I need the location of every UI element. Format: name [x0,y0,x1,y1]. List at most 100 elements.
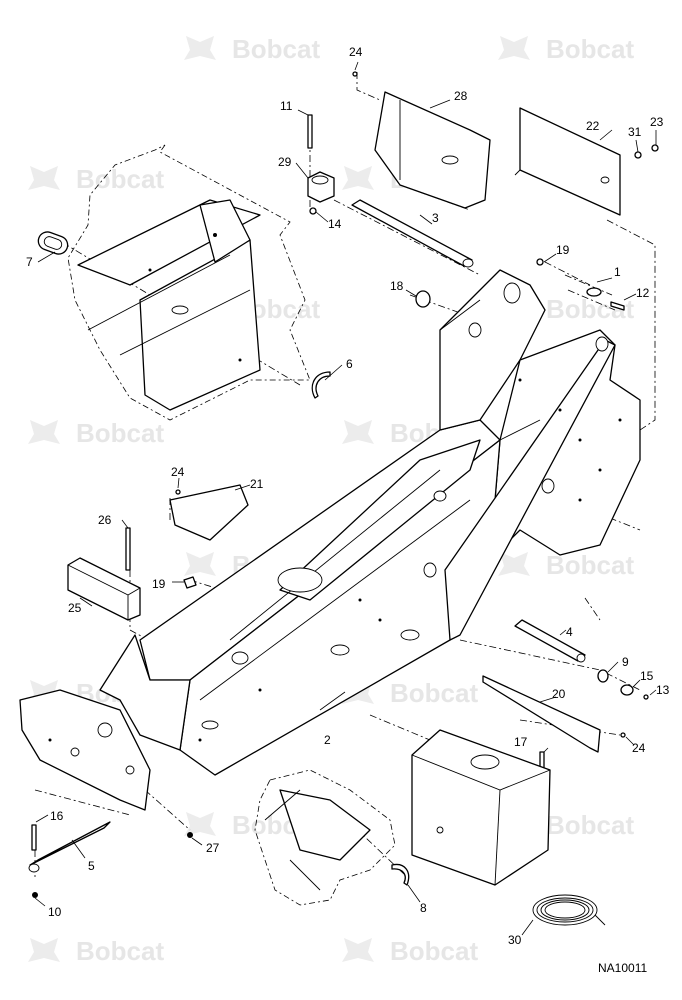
detail-inset-bottom [254,769,396,906]
callout-1: 1 [614,265,621,279]
leader-line [543,253,557,263]
leader-line [297,109,309,116]
leader-line [559,629,567,636]
leader-line [596,277,613,283]
frame-floor [99,634,191,751]
callout-12: 12 [636,286,650,300]
leader-line [429,99,451,109]
callout-3: 3 [432,211,439,225]
inset-bracket [199,199,251,263]
callout-10: 10 [48,905,62,919]
frame-hole [70,747,80,757]
watermark: Bobcat [28,164,164,194]
callout-24-top: 24 [349,45,363,59]
assembly-line [567,289,616,311]
callout-26: 26 [98,513,112,527]
bobcat-logo-icon [342,420,374,444]
assembly-line [584,597,601,621]
callout-2: 2 [324,733,331,747]
leader-line [37,251,56,263]
watermark-text: Bobcat [546,34,634,64]
detail-inset-top [67,144,311,421]
assembly-line [333,199,481,276]
watermark: Bobcat [28,418,164,448]
inset-rivet [238,358,242,362]
frame-edge [199,499,471,701]
part-10-nut [32,892,38,898]
callout-21: 21 [250,477,264,491]
bobcat-logo-icon [184,812,216,836]
part-19-fitting [183,576,197,589]
watermark-text: Bobcat [76,164,164,194]
part-22-hole [600,176,610,184]
part-5-pin [29,821,111,866]
watermark: Bobcat [184,34,320,64]
leader-line [407,884,421,903]
bobcat-logo-icon [184,36,216,60]
inset-edge [119,289,251,356]
inset-rivet [148,268,152,272]
frame-center-tunnel [279,439,481,601]
part-8-snap-ring [391,863,410,886]
frame-hole [595,336,609,352]
fuel-tank-edge [494,789,501,886]
callout-19-top: 19 [556,243,570,257]
leader-line [354,61,359,71]
leader-line [607,661,619,673]
callouts: 1 2 3 4 5 6 7 8 9 10 11 12 13 14 15 16 1… [26,45,670,947]
assembly-line [459,639,641,691]
part-31-washer [634,151,642,159]
frame-rivet [198,738,202,742]
leader-line [632,679,641,688]
part-28-slot [441,155,459,165]
watermark-text: Bobcat [546,810,634,840]
assembly-line [144,789,191,831]
part-23-bolt [651,144,659,152]
leader-line [539,696,557,703]
watermark: Bobcat [28,936,164,966]
leader-line [79,597,93,607]
part-4-pin [514,619,586,662]
part-26-bolt [125,527,131,571]
inset-edge [87,254,231,331]
frame-hole [503,282,521,304]
callout-24-right: 24 [632,741,646,755]
part-21-cover [169,484,249,541]
frame-rivet [558,408,562,412]
part-30-hose [532,894,598,926]
bobcat-logo-icon [498,552,530,576]
frame-hole [400,629,420,641]
part-25-edge [127,587,141,596]
assembly-line [34,789,131,816]
watermark-text: Bobcat [76,936,164,966]
inset-edge [289,859,321,891]
watermark: Bobcat [342,936,478,966]
leader-line [191,837,203,846]
bobcat-logo-icon [498,36,530,60]
part-3-pin-end [462,258,474,268]
callout-29: 29 [278,155,292,169]
leader-line [324,364,343,381]
part-4-pin-end [576,653,586,663]
fuel-tank-port [436,826,444,834]
frame-hole [423,562,437,578]
callout-16: 16 [50,809,64,823]
callout-8: 8 [420,901,427,915]
part-9-washer [597,669,609,683]
main-frame [19,269,641,811]
detail-outline [67,144,311,421]
callout-14: 14 [328,217,342,231]
assembly-line [369,714,431,741]
frame-hole [468,322,482,338]
leader-line [177,477,180,489]
callout-7: 7 [26,255,33,269]
part-12-bolt [610,301,625,311]
frame-edge [439,299,481,331]
callout-9: 9 [622,655,629,669]
callout-15: 15 [640,669,654,683]
leader-lines [34,61,657,936]
assembly-line [606,219,656,431]
part-7-seal-inner [43,236,63,250]
watermark: Bobcat [498,550,634,580]
